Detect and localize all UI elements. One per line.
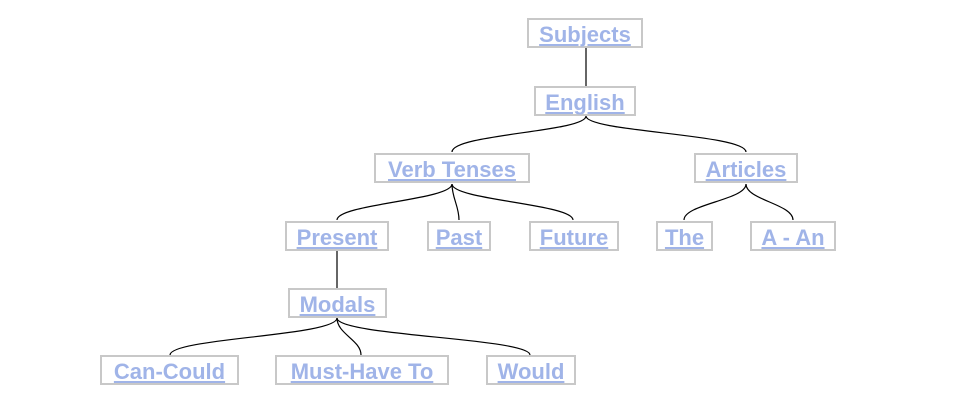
node-would[interactable]: Would: [486, 355, 576, 385]
node-modals[interactable]: Modals: [288, 288, 387, 318]
connector-verb-tenses-future: [451, 183, 574, 221]
node-can-could[interactable]: Can-Could: [100, 355, 239, 385]
node-english[interactable]: English: [534, 86, 636, 116]
connector-modals-would: [336, 317, 531, 356]
node-future[interactable]: Future: [529, 221, 619, 251]
node-articles[interactable]: Articles: [694, 153, 798, 183]
node-a-an[interactable]: A - An: [750, 221, 836, 251]
connector-verb-tenses-past: [451, 183, 460, 221]
connector-modals-must-have-to: [336, 317, 362, 356]
node-past[interactable]: Past: [427, 221, 491, 251]
node-must-have-to[interactable]: Must-Have To: [275, 355, 449, 385]
node-present[interactable]: Present: [285, 221, 389, 251]
node-subjects[interactable]: Subjects: [527, 18, 643, 48]
node-the[interactable]: The: [656, 221, 713, 251]
connector-articles-the: [683, 183, 747, 221]
node-verb-tenses[interactable]: Verb Tenses: [374, 153, 530, 183]
connector-english-articles: [585, 115, 747, 153]
connector-modals-can-could: [169, 317, 338, 356]
connector-english-verb-tenses: [451, 115, 587, 153]
connector-verb-tenses-present: [336, 183, 453, 221]
connector-articles-a-an: [745, 183, 794, 221]
